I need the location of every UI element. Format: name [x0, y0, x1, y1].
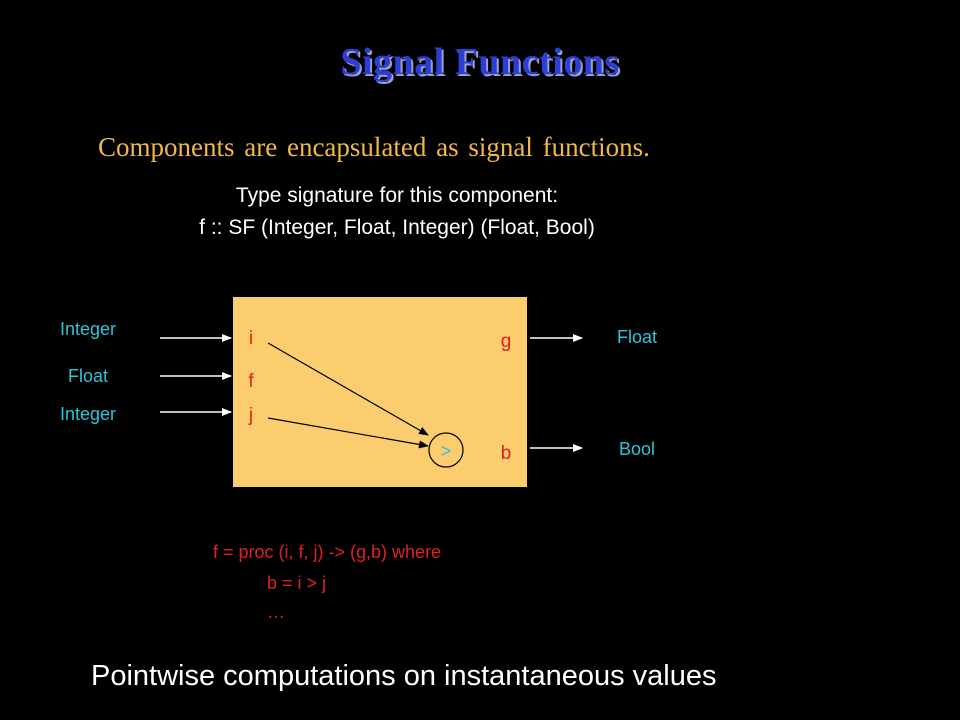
output-type-label: Float — [617, 327, 657, 347]
input-type-label: Integer — [60, 404, 116, 424]
code-line: b = i > j — [267, 573, 327, 593]
code-line: … — [267, 602, 285, 622]
code-line: f = proc (i, f, j) -> (g,b) where — [213, 542, 442, 562]
output-type-label: Bool — [619, 439, 655, 459]
component-box — [233, 297, 527, 487]
slide-subtitle: Components are encapsulated as signal fu… — [98, 132, 650, 162]
slide-title: Signal Functions — [340, 41, 620, 83]
wire-j-to-compare — [267, 417, 429, 449]
input-port-label: f — [248, 371, 254, 392]
output-port-label: g — [501, 331, 512, 352]
compare-operator-node — [428, 432, 464, 468]
slide-footer-text: Pointwise computations on instantaneous … — [91, 660, 717, 692]
type-signature: f :: SF (Integer, Float, Integer) (Float… — [199, 216, 595, 239]
input-type-label: Integer — [60, 319, 116, 339]
compare-operator-symbol: > — [441, 441, 452, 461]
type-signature-caption: Type signature for this component: — [235, 184, 559, 207]
input-port-label: j — [248, 405, 253, 426]
wire-i-to-compare — [267, 342, 429, 436]
input-type-label: Float — [68, 366, 108, 386]
input-port-label: i — [249, 328, 253, 349]
output-port-label: b — [501, 443, 512, 464]
